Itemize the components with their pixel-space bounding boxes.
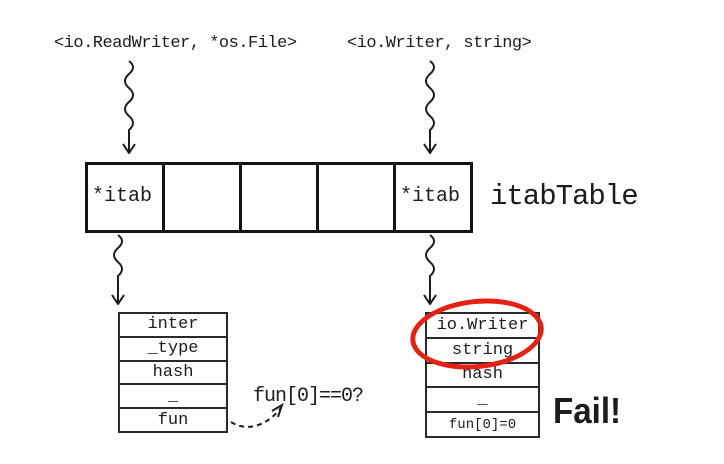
itab-table-cell-0: *itab <box>88 165 165 230</box>
itab-table: *itab *itab <box>85 162 473 233</box>
wavy-arrow-down-icon-slot4 <box>420 234 440 305</box>
fun-check-annotation: fun[0]==0? <box>253 385 364 408</box>
itab-pointer-label: *itab <box>400 185 461 208</box>
struct-row-type: _type <box>120 337 226 362</box>
struct-row-fun0: fun[0]=0 <box>427 413 538 436</box>
struct-row-string: string <box>427 338 538 364</box>
struct-row-hash: hash <box>120 361 226 386</box>
itab-table-cell-1 <box>165 165 242 230</box>
struct-row-blank: _ <box>120 385 226 410</box>
itab-struct-right: io.Writer string hash _ fun[0]=0 <box>425 312 540 438</box>
itab-table-cell-4: *itab <box>396 165 470 230</box>
struct-row-inter: inter <box>120 314 226 338</box>
key-label-writer-string: <io.Writer, string> <box>347 34 532 53</box>
fail-annotation: Fail! <box>553 390 622 431</box>
struct-row-hash: hash <box>427 363 538 389</box>
itab-table-cell-2 <box>242 165 319 230</box>
itab-table-label: itabTable <box>490 180 639 213</box>
itab-pointer-label: *itab <box>92 185 153 208</box>
key-label-readwriter-file: <io.ReadWriter, *os.File> <box>54 34 297 53</box>
wavy-arrow-down-icon-key1 <box>119 60 139 154</box>
struct-row-io-writer: io.Writer <box>427 314 538 339</box>
itab-table-cell-3 <box>319 165 396 230</box>
dashed-curved-arrow-icon <box>229 398 293 432</box>
struct-row-fun: fun <box>120 409 226 431</box>
itab-struct-left: inter _type hash _ fun <box>118 312 228 433</box>
struct-row-blank: _ <box>427 388 538 414</box>
wavy-arrow-down-icon-key2 <box>420 60 440 154</box>
wavy-arrow-down-icon-slot0 <box>108 234 128 305</box>
